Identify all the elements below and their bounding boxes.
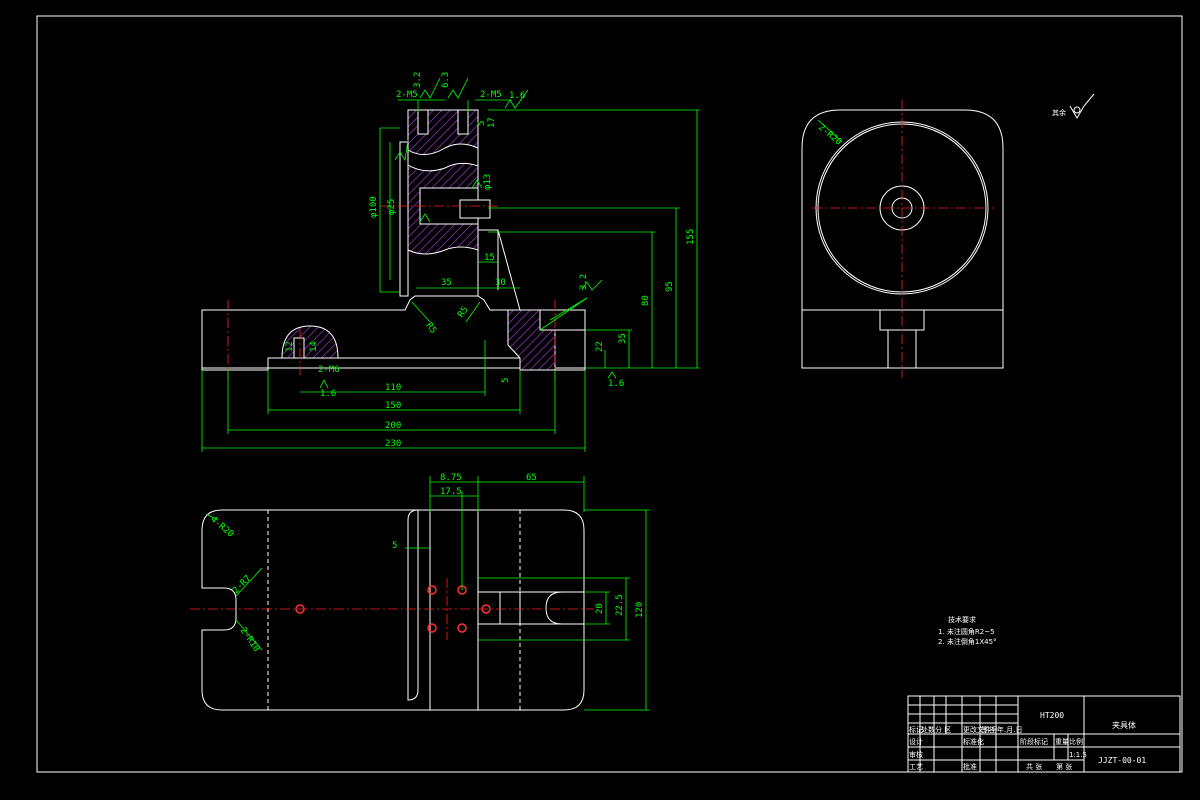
dim-17: 17	[487, 117, 497, 128]
tb-standardize: 标准化	[963, 737, 984, 746]
roughness-label-3: 6.3	[441, 72, 451, 88]
roughness-label-1: 1.6	[509, 91, 525, 101]
dim-2-m6: 2-M6	[318, 365, 340, 375]
dim-35-vertical: 35	[618, 333, 628, 344]
dim-5b: 5	[477, 121, 487, 126]
roughness-label-4: 3.2	[579, 274, 589, 290]
dim-2-m5-right: 2-M5	[480, 90, 502, 100]
side-view: 2-R20	[801, 100, 1004, 378]
dim-95: 95	[665, 281, 675, 292]
hole-4	[457, 623, 467, 633]
dim-side-r20: 2-R20	[816, 123, 843, 148]
dim-top-17-5: 17.5	[440, 487, 462, 497]
tb-part-name: 夹具体	[1112, 720, 1136, 730]
dim-22: 22	[595, 341, 605, 352]
side-r20-leader	[817, 119, 843, 143]
technical-notes: 技术要求 1. 未注圆角R2~5 2. 未注倒角1X45°	[938, 615, 997, 646]
tb-mark: 标记	[909, 725, 923, 734]
top-slot	[477, 591, 585, 625]
tb-count: 处数	[921, 725, 935, 734]
dim-2-m5-left: 2-M5	[396, 90, 418, 100]
dim-top-2-r7: 2-R7	[231, 574, 253, 596]
dim-phi100: φ100	[369, 196, 379, 218]
tb-process: 工艺	[909, 763, 923, 771]
roughness-label-2: 3.2	[413, 72, 423, 88]
tb-date: 年.月.日	[997, 725, 1022, 734]
dim-top-4-r20: 4-R20	[208, 515, 235, 540]
slot-right	[457, 109, 469, 135]
dim-30: 30	[495, 278, 506, 288]
dim-200: 200	[385, 421, 401, 431]
notes-heading: 技术要求	[948, 615, 976, 624]
upright-thin-plate	[399, 141, 409, 297]
dim-155: 155	[686, 229, 696, 245]
dim-15: 15	[484, 253, 495, 263]
dim-14: 14	[309, 341, 319, 352]
tb-review: 审核	[909, 750, 923, 759]
roughness-label-5: 1.6	[608, 379, 624, 389]
dim-5: 5	[501, 378, 511, 383]
top-raised-block	[407, 509, 419, 701]
tb-sheet-no: 第 张	[1056, 762, 1072, 771]
tb-drawing-no: JJZT-00-01	[1098, 756, 1146, 765]
tb-scale-label: 比例	[1069, 737, 1083, 746]
pin	[293, 337, 305, 359]
hole-3	[427, 623, 437, 633]
dim-top-20: 20	[595, 603, 605, 614]
dim-150: 150	[385, 401, 401, 411]
dim-r5-left: R5	[424, 321, 438, 336]
slot-left	[417, 109, 429, 135]
front-view: 230 200 150 110 155 95 80 35 22 5 35 30 …	[201, 72, 700, 452]
dim-phi25: φ25	[387, 199, 397, 215]
top-outline	[201, 509, 585, 711]
dim-80: 80	[641, 295, 651, 306]
dim-r5-right: R5	[456, 305, 470, 320]
tb-stage-mark: 阶段标记	[1020, 737, 1048, 746]
dim-12: 12	[285, 341, 295, 352]
dim-top-2-r10: 2-R10	[238, 626, 262, 654]
dim-top-5: 5	[392, 541, 397, 551]
tb-change-doc: 更改文件号	[963, 725, 998, 734]
sheet-border-outer	[36, 15, 1183, 773]
tb-design: 设计	[909, 737, 923, 746]
tb-approve: 批准	[963, 762, 977, 771]
dim-top-120: 120	[635, 602, 645, 618]
dim-230: 230	[385, 439, 401, 449]
tb-sheet-total: 共 张	[1026, 762, 1042, 771]
dim-phi13: φ13	[483, 174, 493, 190]
tb-material: HT200	[1040, 711, 1064, 720]
right-support-outline	[478, 229, 521, 311]
top-view: 65 8.75 17.5 5 20 22.5 120 4-R20 2-R7 2-…	[190, 473, 650, 711]
notes-item-1: 1. 未注圆角R2~5	[938, 627, 995, 636]
right-step	[539, 309, 586, 331]
dim-110: 110	[385, 383, 401, 393]
tb-weight: 重量	[1055, 738, 1069, 746]
side-outline	[801, 109, 1004, 369]
tb-scale: 1:1.5	[1069, 751, 1087, 759]
dim-35-horizontal: 35	[441, 278, 452, 288]
roughness-other: 其余	[1052, 93, 1095, 119]
dim-top-8-75: 8.75	[440, 473, 462, 483]
bore-small	[459, 199, 491, 219]
roughness-other-label: 其余	[1052, 108, 1066, 117]
top-u-slot-right	[545, 591, 584, 625]
title-block: 标记 处数 分 区 更改文件号 签名 年.月.日 设计 标准化 审核 工艺 批准…	[907, 695, 1181, 773]
tb-signature: 签名	[981, 725, 995, 734]
roughness-label-6: 1.6	[320, 389, 336, 399]
dim-top-22-5: 22.5	[615, 594, 625, 616]
hole-1	[427, 585, 437, 595]
dim-top-65: 65	[526, 473, 537, 483]
tb-zone: 分 区	[935, 725, 951, 734]
notes-item-2: 2. 未注倒角1X45°	[938, 637, 997, 646]
